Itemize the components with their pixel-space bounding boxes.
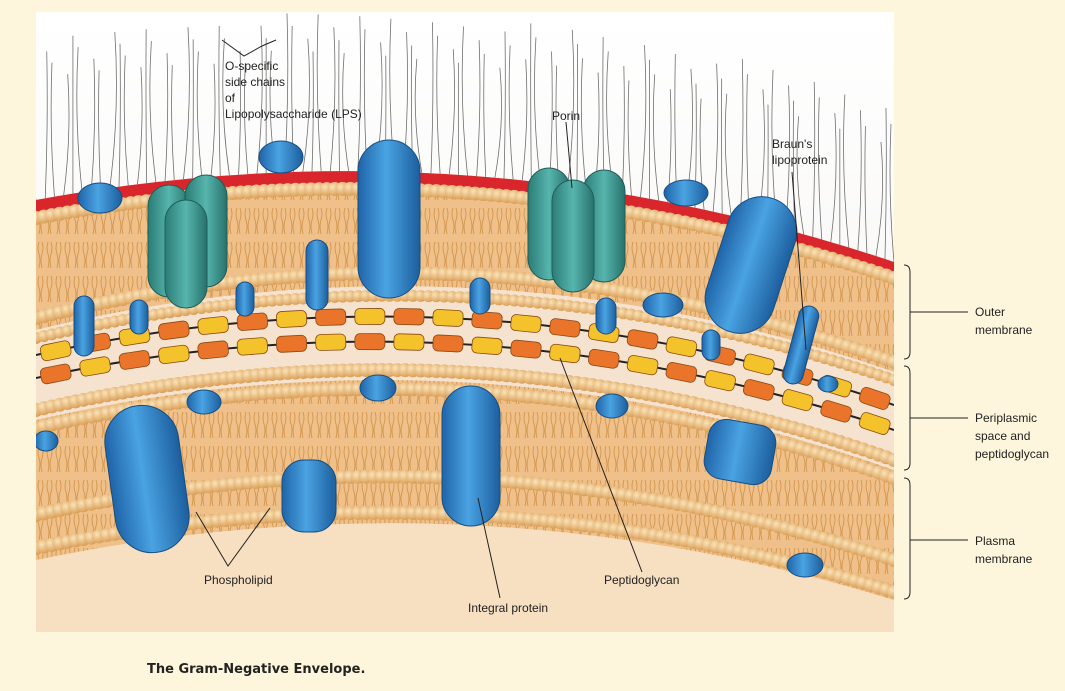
integral-protein-label: Integral protein [468,601,548,615]
outer-membrane-label: Outer membrane [975,305,1033,337]
periplasmic-label: Periplasmic space and peptidoglycan [975,411,1049,461]
porin-right [528,168,625,292]
peptidoglycan-label: Peptidoglycan [604,573,679,587]
plasma-membrane-label: Plasma membrane [975,534,1033,566]
figure-caption: The Gram-Negative Envelope. [147,662,365,677]
phospholipid-label: Phospholipid [204,573,273,587]
porin-label: Porin [552,109,580,123]
